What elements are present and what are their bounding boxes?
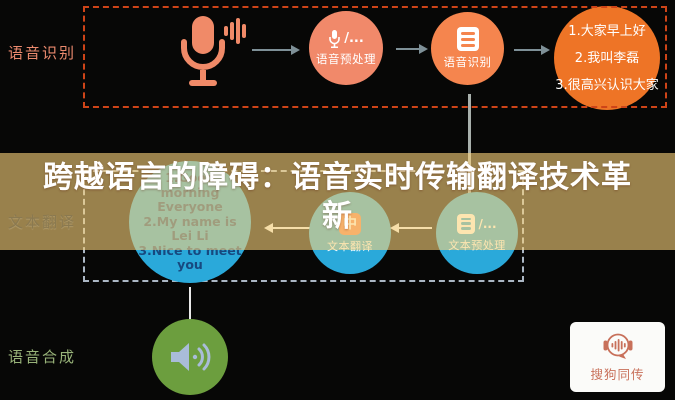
node-chinese-result: 1.大家早上好 2.我叫李磊 3.很高兴认识大家 bbox=[554, 6, 660, 110]
mini-mic-icon bbox=[329, 29, 341, 48]
connector-recognize-to-text-preprocess bbox=[468, 94, 471, 198]
page-title-line1: 跨越语言的障碍：语音实时传输翻译技术革 bbox=[43, 160, 632, 195]
zh-result-line: 3.很高兴认识大家 bbox=[555, 77, 659, 93]
title-band-overlay bbox=[0, 153, 675, 250]
sogou-headset-bubble-icon bbox=[603, 333, 632, 359]
node-label-speech-preprocess: 语音预处理 bbox=[316, 51, 376, 66]
label-text-translation: 文本翻译 bbox=[8, 213, 77, 231]
arrow-recognize-to-result bbox=[514, 45, 550, 55]
page-title: 跨越语言的障碍：语音实时传输翻译技术革 新 bbox=[0, 158, 675, 236]
node-speech-recognize: 语音识别 bbox=[431, 12, 504, 85]
en-result-line: you bbox=[177, 257, 203, 273]
speech-recognition-dashed-box bbox=[83, 6, 667, 108]
node-speech-synthesis bbox=[152, 319, 228, 395]
arrow-result-to-synthesis-line bbox=[189, 287, 191, 325]
preprocess-suffix: /... bbox=[344, 31, 364, 46]
arrow-preprocess-to-recognize bbox=[396, 44, 428, 54]
document-icon bbox=[456, 27, 479, 51]
sogou-logo-card: 搜狗同传 bbox=[570, 322, 665, 392]
label-speech-recognition: 语音识别 bbox=[8, 44, 77, 62]
microphone-icon bbox=[181, 16, 246, 86]
node-label-speech-recognize: 语音识别 bbox=[443, 55, 492, 69]
label-speech-synthesis: 语音合成 bbox=[8, 348, 77, 366]
zh-result-line: 2.我叫李磊 bbox=[574, 50, 640, 66]
arrow-mic-to-preprocess bbox=[252, 45, 300, 55]
speaker-icon bbox=[171, 343, 211, 371]
node-speech-preprocess: /... 语音预处理 bbox=[309, 11, 383, 85]
zh-result-line: 1.大家早上好 bbox=[568, 23, 646, 39]
page-title-line2: 新 bbox=[322, 199, 353, 234]
sogou-logo-text: 搜狗同传 bbox=[590, 366, 645, 382]
